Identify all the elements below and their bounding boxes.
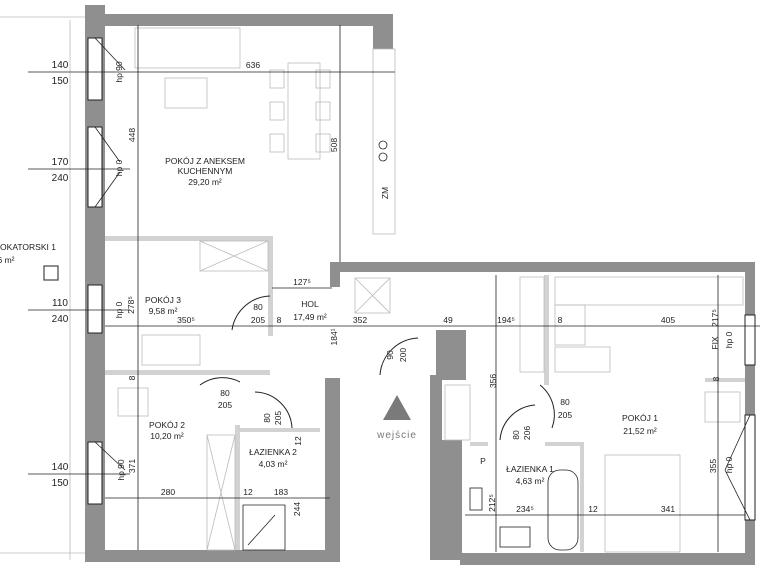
room-label: OKATORSKI 1 bbox=[0, 242, 56, 252]
room-label: 6 m² bbox=[0, 255, 15, 265]
dimension-label: 636 bbox=[246, 60, 260, 70]
dimension-label: 217⁵ bbox=[710, 309, 720, 327]
door-entrance[interactable] bbox=[379, 337, 419, 376]
dimension-label: 8 bbox=[558, 315, 563, 325]
dimension-label: 448 bbox=[127, 128, 137, 142]
dimension-label: 278⁵ bbox=[126, 296, 136, 314]
dimension-label: 371 bbox=[127, 459, 137, 473]
dimension-label: 80 bbox=[253, 302, 263, 312]
dimension-label: hp 0 bbox=[724, 331, 734, 348]
room-label: 4,63 m² bbox=[516, 476, 545, 486]
dimension-label: 8 bbox=[127, 375, 137, 380]
dimension-label: ZM bbox=[380, 187, 390, 199]
door-room2[interactable] bbox=[199, 377, 241, 386]
dimension-label: hp 90 bbox=[116, 459, 126, 481]
room-label: POKÓJ 1 bbox=[622, 413, 658, 423]
room-label: ŁAZIENKA 2 bbox=[249, 447, 297, 457]
dimension-label: 12 bbox=[293, 436, 303, 446]
dimension-label: 405 bbox=[661, 315, 675, 325]
partitions bbox=[105, 236, 745, 552]
dimension-label: 12 bbox=[243, 487, 253, 497]
dimension-label: hp 0 bbox=[724, 456, 734, 473]
dimension-label: 80 bbox=[560, 397, 570, 407]
room-label: 17,49 m² bbox=[293, 312, 327, 322]
dimension-label: 200 bbox=[398, 348, 408, 362]
dimension-label: 355 bbox=[708, 459, 718, 473]
room-label: 9,58 m² bbox=[149, 306, 178, 316]
dimension-label: hp 0 bbox=[114, 159, 124, 176]
window-dimension: 150 bbox=[52, 76, 69, 87]
dimension-label: 212⁵ bbox=[487, 494, 497, 512]
dimension-label: 80 bbox=[220, 388, 230, 398]
dimension-label: 206 bbox=[522, 426, 532, 440]
vent-icon bbox=[43, 265, 59, 281]
dimension-label: 183 bbox=[274, 487, 288, 497]
room-label: 29,20 m² bbox=[188, 177, 222, 187]
dimension-label: 244 bbox=[292, 502, 302, 516]
dimension-label: hp 0 bbox=[114, 301, 124, 318]
dimension-label: 341 bbox=[661, 504, 675, 514]
dimension-label: 127⁵ bbox=[293, 277, 311, 287]
room-label: ŁAZIENKA 1 bbox=[506, 464, 554, 474]
dimension-label: 508 bbox=[329, 138, 339, 152]
outer-walls bbox=[85, 5, 755, 565]
room-label: 4,03 m² bbox=[259, 459, 288, 469]
room-label: HOL bbox=[301, 299, 319, 309]
dimension-label: FIX bbox=[710, 336, 720, 350]
dimension-label: hp 90 bbox=[114, 61, 124, 83]
window-dimension: 240 bbox=[52, 173, 69, 184]
window-dimension: 150 bbox=[52, 478, 69, 489]
room-label: KUCHENNYM bbox=[178, 166, 233, 176]
door-room1[interactable] bbox=[539, 384, 555, 429]
dimension-label: 352 bbox=[353, 315, 367, 325]
dimension-label: 90 bbox=[385, 350, 395, 360]
dimension-label: 205 bbox=[251, 315, 265, 325]
dimension-label: 8 bbox=[277, 315, 282, 325]
room-label: POKÓJ 3 bbox=[145, 295, 181, 305]
dimension-label: 234⁵ bbox=[516, 504, 534, 514]
dimension-label: 350⁵ bbox=[177, 315, 195, 325]
entrance-arrow-icon bbox=[383, 395, 411, 420]
dimension-label: 80 bbox=[262, 413, 272, 423]
dimension-label: 80 bbox=[511, 430, 521, 440]
door-bath2[interactable] bbox=[254, 391, 293, 429]
entrance-label: wejście bbox=[376, 430, 417, 441]
dimension-label: 205 bbox=[558, 410, 572, 420]
dimension-label: 280 bbox=[161, 487, 175, 497]
door-bath1[interactable] bbox=[499, 404, 536, 441]
dimension-label: 8 bbox=[711, 376, 721, 381]
room-label: 10,20 m² bbox=[150, 431, 184, 441]
dimension-lines bbox=[28, 25, 760, 552]
dimension-label: 49 bbox=[443, 315, 453, 325]
window-dimension: 170 bbox=[52, 157, 69, 168]
dimension-label: 205 bbox=[273, 411, 283, 425]
window-dimension: 240 bbox=[52, 314, 69, 325]
window-dimension: 140 bbox=[52, 60, 69, 71]
window-dimension: 140 bbox=[52, 462, 69, 473]
room-label: POKÓJ Z ANEKSEM bbox=[165, 156, 245, 166]
neighbor-area bbox=[0, 16, 85, 560]
doors[interactable] bbox=[199, 295, 555, 441]
dimension-label: 194⁵ bbox=[497, 315, 515, 325]
dimension-label: 184¹ bbox=[329, 328, 339, 345]
windows bbox=[87, 37, 756, 521]
furniture bbox=[117, 27, 744, 553]
dimension-label: 12 bbox=[588, 504, 598, 514]
dimension-label: 356 bbox=[488, 374, 498, 388]
dimension-label: P bbox=[480, 456, 486, 466]
room-label: 21,52 m² bbox=[623, 426, 657, 436]
door-hall-room3[interactable] bbox=[231, 295, 271, 331]
window-dimension: 110 bbox=[52, 298, 68, 309]
room-label: POKÓJ 2 bbox=[149, 420, 185, 430]
dimension-label: 205 bbox=[218, 400, 232, 410]
